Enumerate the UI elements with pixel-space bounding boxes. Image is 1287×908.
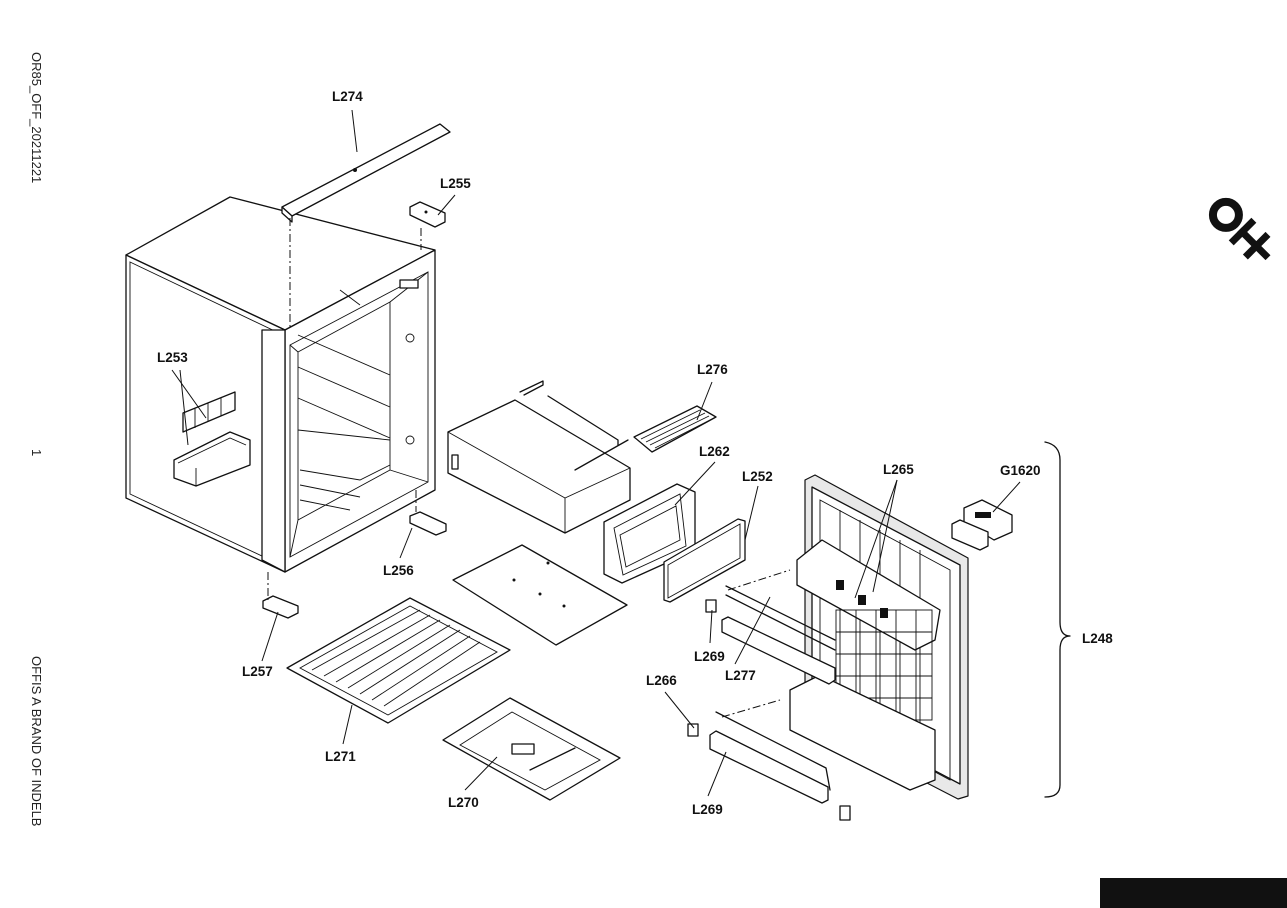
part-L257-hinge xyxy=(262,595,299,619)
label-L256: L256 xyxy=(383,563,414,578)
label-L248: L248 xyxy=(1082,631,1113,646)
label-L270: L270 xyxy=(448,795,479,810)
part-L266-clip xyxy=(687,599,717,737)
label-G1620: G1620 xyxy=(1000,463,1041,478)
label-L274: L274 xyxy=(332,89,363,104)
part-L276-compartment xyxy=(447,380,717,534)
leader-lines xyxy=(171,109,1021,797)
label-L252: L252 xyxy=(742,469,773,484)
part-L252-panel xyxy=(663,518,746,603)
part-L271-shelf xyxy=(286,597,511,724)
label-L265: L265 xyxy=(883,462,914,477)
label-L262: L262 xyxy=(699,444,730,459)
part-L253-tray xyxy=(173,391,251,487)
part-L270-tray xyxy=(442,697,621,801)
label-L253: L253 xyxy=(157,350,188,365)
part-L274-bracket xyxy=(281,123,451,223)
label-L257: L257 xyxy=(242,664,273,679)
part-cover-plate xyxy=(452,544,628,646)
label-L277: L277 xyxy=(725,668,756,683)
part-L269-rail-lower xyxy=(709,699,851,821)
part-L256-hinge xyxy=(409,511,447,536)
off-logo xyxy=(1208,197,1271,261)
L248-brace xyxy=(1044,441,1071,798)
part-L277-rail xyxy=(725,585,836,651)
part-L248-door xyxy=(789,474,969,800)
label-L276: L276 xyxy=(697,362,728,377)
footer-bar xyxy=(1100,878,1287,908)
label-L269-upper: L269 xyxy=(694,649,725,664)
label-L255: L255 xyxy=(440,176,471,191)
part-G1620-handle xyxy=(951,499,1013,551)
label-L269-lower: L269 xyxy=(692,802,723,817)
label-L266: L266 xyxy=(646,673,677,688)
label-L271: L271 xyxy=(325,749,356,764)
part-L255-hinge xyxy=(409,201,446,228)
cabinet-body xyxy=(125,196,436,573)
